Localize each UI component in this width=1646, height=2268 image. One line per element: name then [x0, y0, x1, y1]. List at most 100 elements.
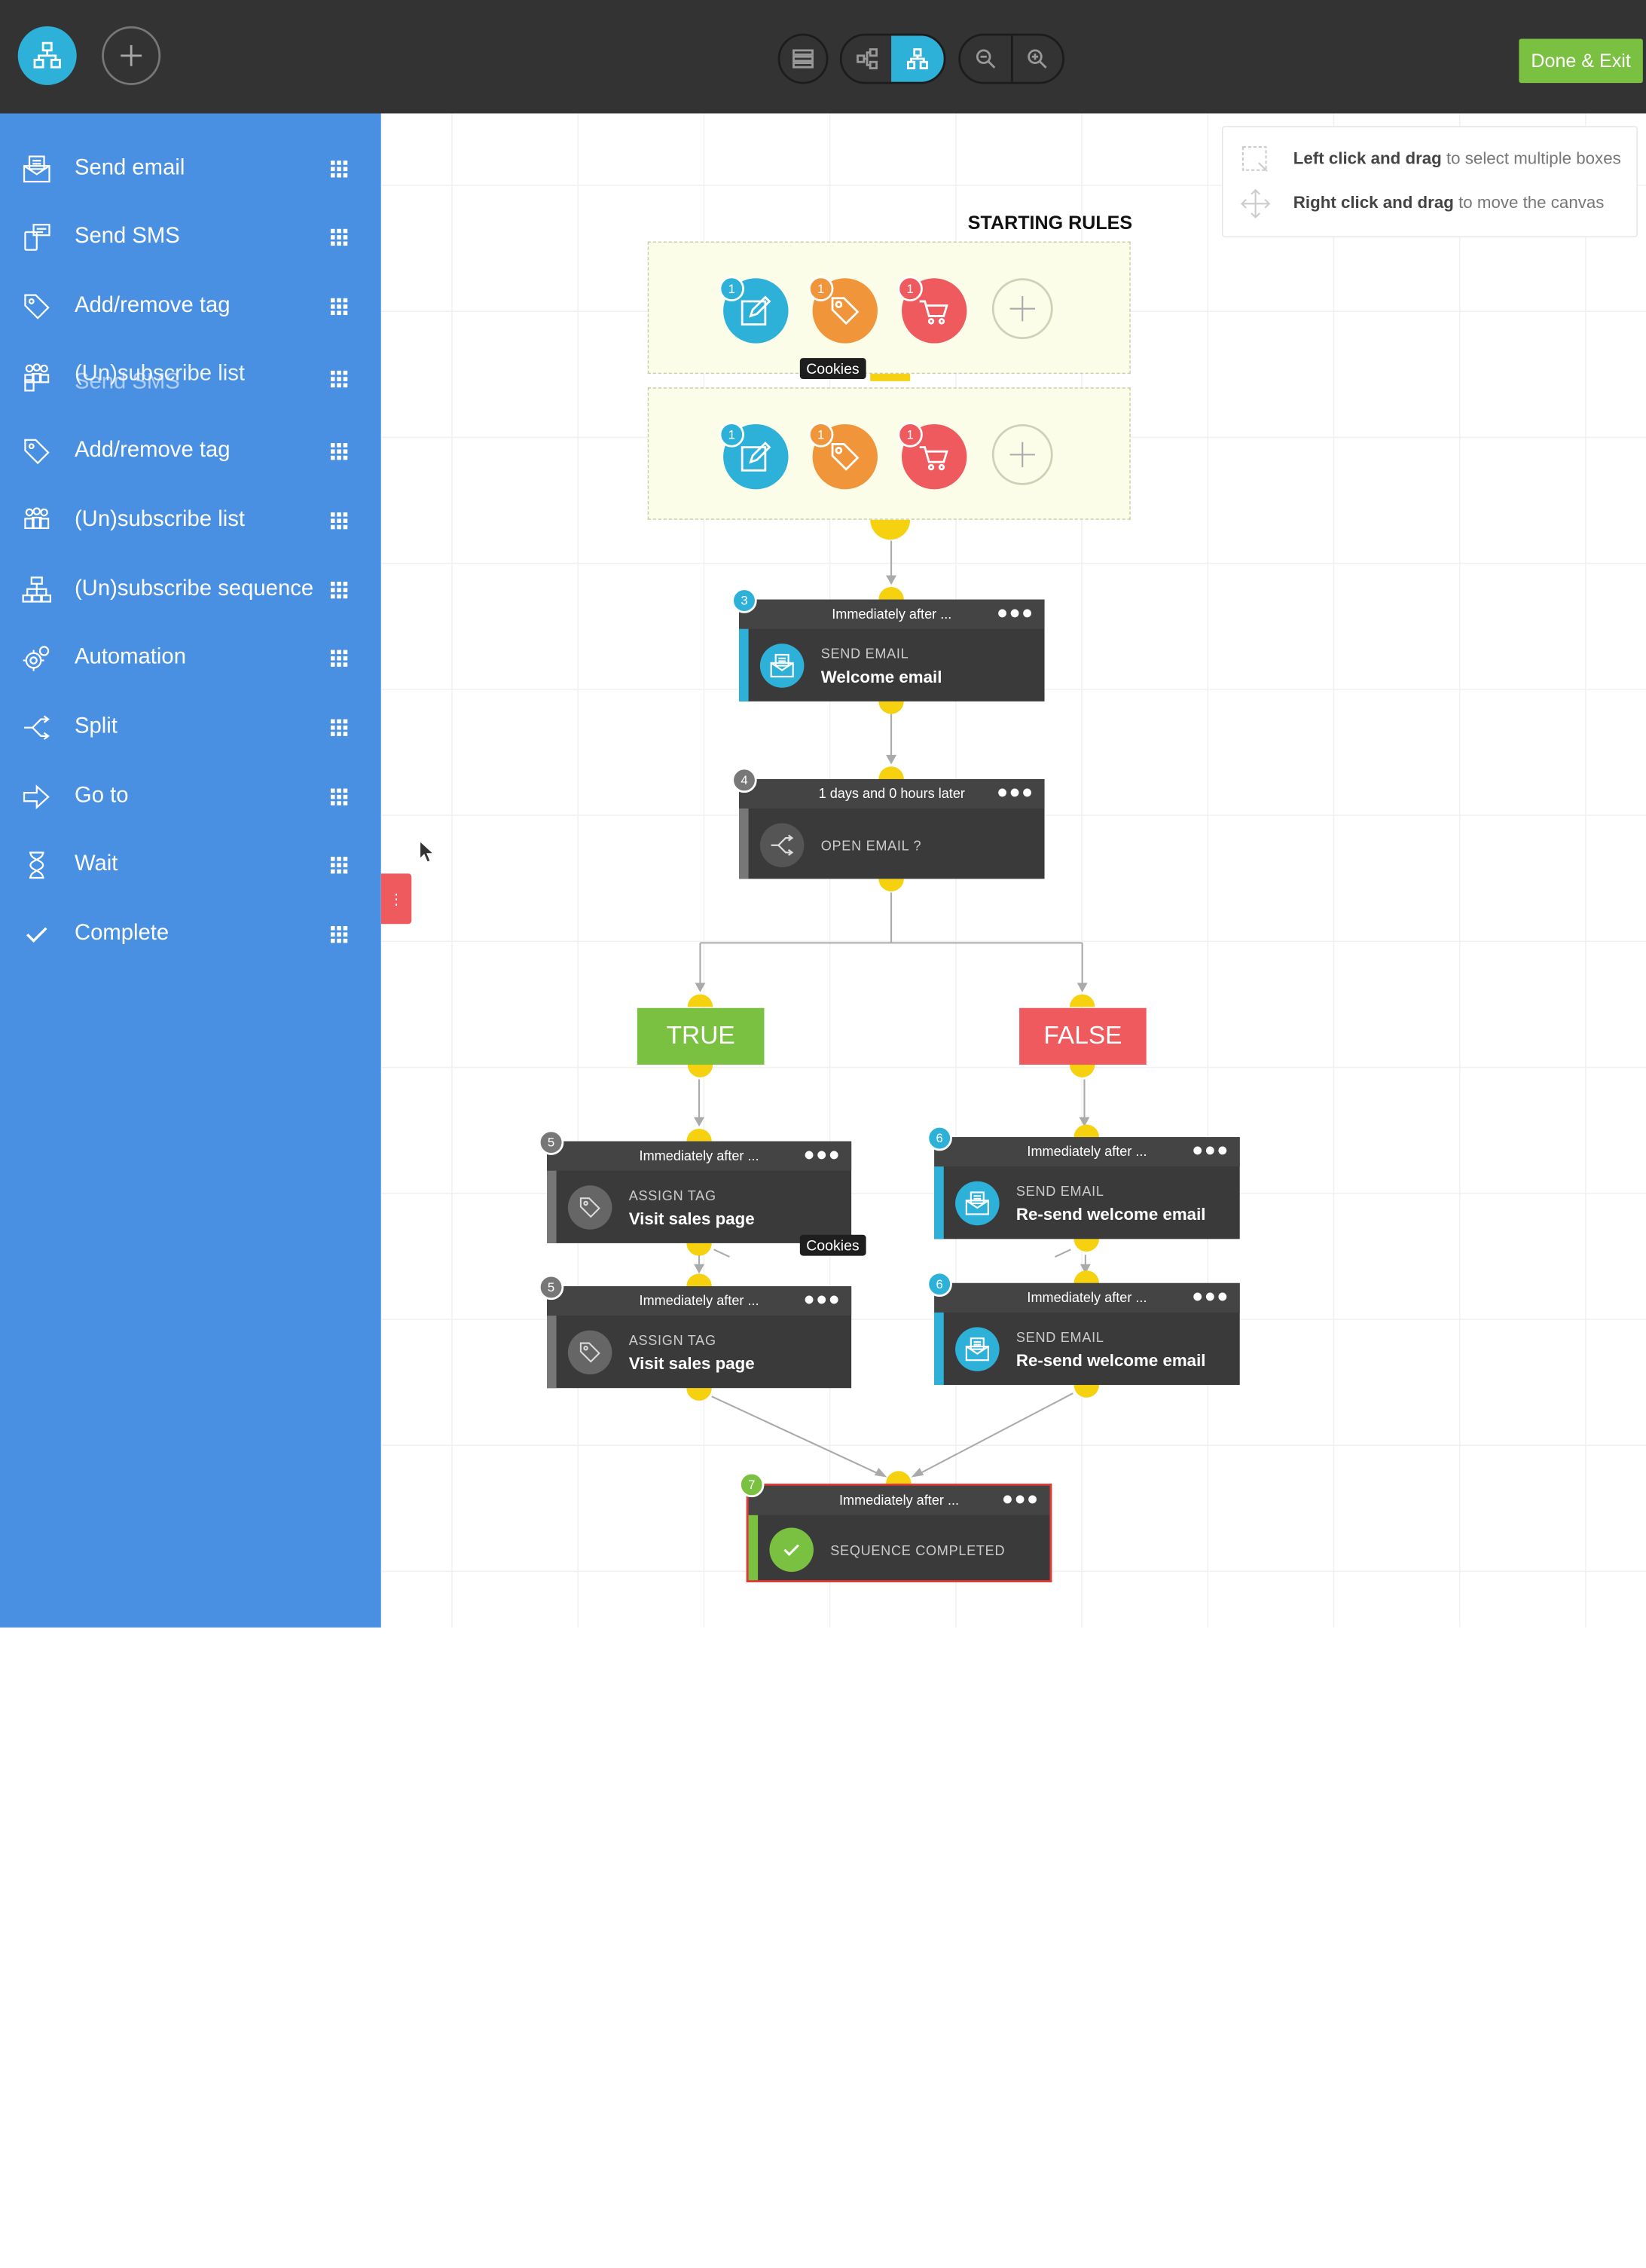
hint-select-bold: Left click and drag: [1293, 150, 1442, 168]
rule-count-badge: 1: [808, 422, 834, 448]
connector-dot: [686, 1273, 712, 1287]
connector-arrow: [694, 1264, 705, 1274]
step-timing: 1 days and 0 hours later: [739, 778, 1045, 808]
list-icon: [24, 507, 50, 530]
more-options-icon[interactable]: ●●●: [1192, 1285, 1229, 1307]
cookies-tooltip: Cookies: [799, 358, 866, 380]
sidebar-item-subscribe-sequence[interactable]: (Un)subscribe sequence: [0, 558, 381, 621]
step-sequence-completed[interactable]: Immediately after ... ●●● SEQUENCE COMPL…: [746, 1484, 1052, 1583]
email-icon: [965, 1191, 989, 1215]
email-icon: [23, 155, 50, 183]
step-assign-tag[interactable]: Immediately after ... ●●● ASSIGN TAG Vis…: [547, 1286, 852, 1389]
hint-select: Left click and drag to select multiple b…: [1293, 150, 1621, 169]
step-timing: Immediately after ...: [934, 1137, 1240, 1167]
drag-grid-icon[interactable]: [330, 581, 349, 600]
sidebar-item-label-overlap: Send SMS: [74, 369, 180, 394]
step-title: Re-send welcome email: [1015, 1206, 1206, 1224]
check-icon: [26, 927, 47, 943]
drag-grid-icon[interactable]: [330, 856, 349, 875]
connector-line: [1055, 1249, 1086, 1269]
drag-grid-icon[interactable]: [330, 442, 349, 461]
more-options-icon[interactable]: ●●●: [803, 1143, 841, 1165]
step-number-badge: 3: [731, 588, 757, 613]
drag-grid-icon[interactable]: [330, 160, 349, 179]
step-icon-wrap: [759, 643, 805, 688]
more-options-icon[interactable]: ●●●: [803, 1288, 841, 1310]
connector-line: [711, 1395, 882, 1476]
sidebar-item-add-remove-tag[interactable]: Add/remove tag: [0, 419, 381, 482]
starting-rules-row[interactable]: 1 1 1: [647, 241, 1131, 374]
zoom-in-button[interactable]: [1012, 35, 1062, 81]
step-send-email-welcome[interactable]: Immediately after ... ●●● SEND EMAIL Wel…: [739, 599, 1045, 701]
sidebar-item-label: Complete: [74, 921, 169, 946]
list-view-button[interactable]: [780, 35, 826, 81]
step-icon-wrap: [955, 1327, 1000, 1371]
connector-dot: [1073, 1270, 1099, 1283]
sms-icon: [24, 224, 50, 251]
sidebar-item-subscribe-list[interactable]: (Un)subscribe list: [0, 488, 381, 552]
email-icon: [965, 1337, 989, 1362]
drag-grid-icon[interactable]: [330, 512, 349, 530]
step-send-email-resend[interactable]: Immediately after ... ●●● SEND EMAIL Re-…: [934, 1137, 1240, 1239]
sidebar-item-automation[interactable]: Automation: [0, 626, 381, 689]
drag-grid-icon[interactable]: [330, 228, 349, 246]
rule-count-badge: 1: [897, 276, 923, 301]
connector-dot: [878, 766, 904, 779]
more-options-icon[interactable]: ●●●: [996, 601, 1034, 623]
more-options-icon[interactable]: ●●●: [1001, 1487, 1040, 1509]
step-send-email-resend[interactable]: Immediately after ... ●●● SEND EMAIL Re-…: [934, 1282, 1240, 1386]
connector-dot: [687, 994, 713, 1007]
sidebar-toggle-handle[interactable]: ⋮: [380, 873, 412, 925]
vertical-layout-button[interactable]: [891, 35, 944, 82]
gear-icon: [23, 646, 50, 671]
step-icon-wrap: [759, 823, 805, 868]
sequence-view-button[interactable]: [17, 26, 77, 85]
drag-grid-icon[interactable]: [330, 718, 349, 737]
step-number-badge: 7: [739, 1472, 765, 1498]
branch-true[interactable]: TRUE: [637, 1007, 765, 1065]
sitemap-horizontal-icon: [856, 48, 878, 69]
drag-grid-icon[interactable]: [330, 649, 349, 668]
zoom-out-button[interactable]: [960, 35, 1013, 82]
horizontal-layout-button[interactable]: [842, 35, 892, 81]
connector-arrow: [1079, 1117, 1090, 1127]
step-split-open-email[interactable]: 1 days and 0 hours later ●●● OPEN EMAIL …: [739, 778, 1045, 879]
sidebar-item-wait[interactable]: Wait: [0, 833, 381, 896]
add-rule-button[interactable]: [991, 423, 1053, 485]
sidebar-item-split[interactable]: Split: [0, 695, 381, 758]
drag-grid-icon[interactable]: [330, 297, 349, 316]
connector-dot: [686, 1243, 712, 1256]
sidebar-item-add-remove-tag[interactable]: Add/remove tag: [0, 274, 381, 338]
connector-dot: [1069, 1065, 1095, 1077]
starting-rules-row[interactable]: 1 1 1: [647, 387, 1131, 520]
step-icon-wrap: [567, 1330, 612, 1375]
drag-grid-icon[interactable]: [330, 925, 349, 944]
add-rule-button[interactable]: [991, 278, 1053, 340]
done-exit-button[interactable]: Done & Exit: [1519, 38, 1643, 84]
rule-count-badge: 1: [719, 422, 744, 448]
step-title: Visit sales page: [628, 1210, 755, 1229]
rule-count-badge: 1: [808, 276, 834, 301]
top-toolbar: Done & Exit: [0, 0, 1646, 114]
add-button[interactable]: [102, 26, 161, 85]
sidebar-item-send-sms[interactable]: Send SMS: [0, 205, 381, 268]
drag-grid-icon[interactable]: [330, 787, 349, 806]
step-icon-wrap: [567, 1185, 612, 1230]
sidebar-item-complete[interactable]: Complete: [0, 902, 381, 965]
more-options-icon[interactable]: ●●●: [1192, 1139, 1229, 1160]
sidebar-item-dragging[interactable]: (Un)subscribe list Send SMS: [0, 344, 381, 408]
move-arrows-icon: [1241, 188, 1271, 219]
branch-false[interactable]: FALSE: [1019, 1007, 1147, 1065]
step-title: Welcome email: [820, 668, 942, 687]
list-icon: [24, 363, 50, 392]
step-assign-tag[interactable]: Immediately after ... ●●● ASSIGN TAG Vis…: [547, 1141, 852, 1243]
cart-icon: [919, 446, 948, 471]
zoom-group: [958, 33, 1065, 84]
sidebar-item-go-to[interactable]: Go to: [0, 764, 381, 827]
hint-move-bold: Right click and drag: [1293, 194, 1454, 212]
step-type: SEND EMAIL: [820, 646, 909, 662]
connector-dot: [686, 1388, 712, 1401]
drag-grid-icon[interactable]: [330, 370, 349, 389]
sidebar-item-send-email[interactable]: Send email: [0, 136, 381, 200]
more-options-icon[interactable]: ●●●: [996, 781, 1034, 802]
